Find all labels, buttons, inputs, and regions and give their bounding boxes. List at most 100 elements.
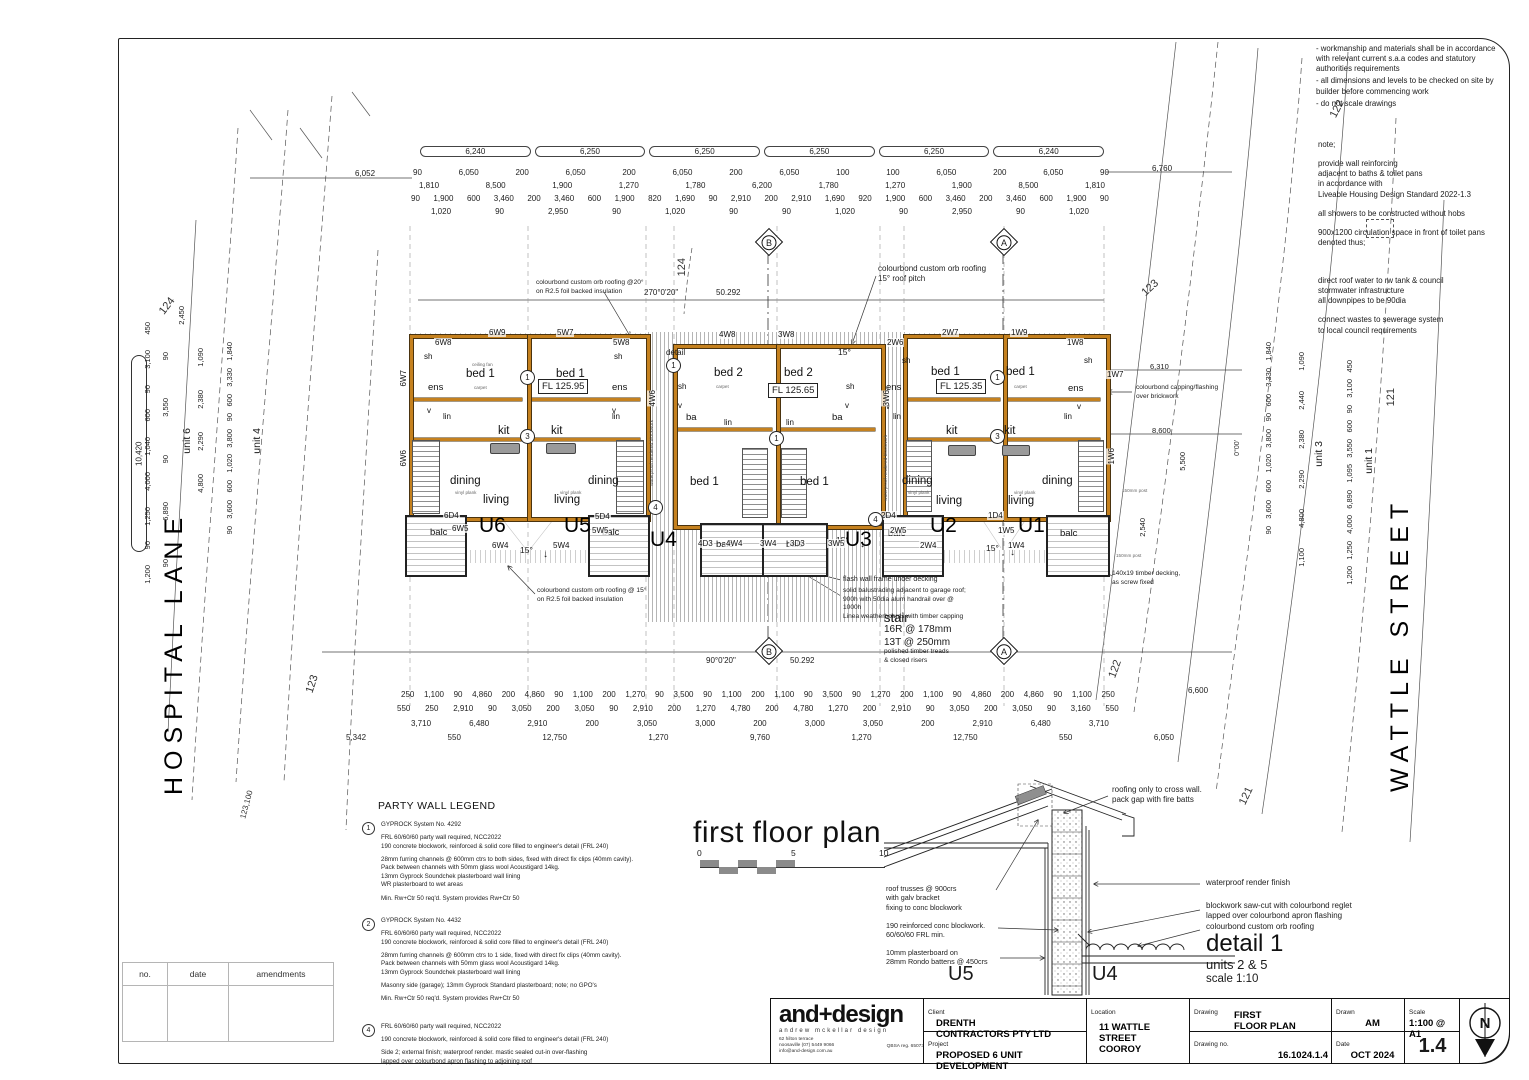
post-label: 150mm post — [1122, 488, 1148, 493]
dim: 90 — [803, 690, 813, 699]
dim: 6,240 — [993, 146, 1105, 157]
dim: 200 — [984, 704, 998, 713]
detail-callout-word: detail — [666, 348, 686, 357]
detail-note-roofing: roofing only to cross wall. pack gap wit… — [1112, 785, 1202, 805]
legend-title: PARTY WALL LEGEND — [378, 800, 496, 812]
interior-wall — [908, 398, 1000, 401]
stair-u6 — [412, 440, 440, 514]
room-label: dining — [588, 475, 619, 487]
unit-id-u3: U3 — [845, 528, 872, 551]
party-wall-legend: PARTY WALL LEGEND 1 GYPROCK System No. 4… — [362, 800, 667, 1080]
dim: 3,050 — [511, 704, 532, 713]
dim: 6,200 — [751, 181, 772, 190]
north-arrow-icon: N — [1469, 1003, 1501, 1057]
room-label: sh — [678, 382, 687, 391]
scale-tick: 10 — [879, 848, 889, 858]
dim: 90 — [495, 207, 504, 216]
legend-paragraph: 190 concrete blockwork, reinforced & sol… — [381, 1036, 609, 1044]
dim: 6,250 — [878, 146, 990, 157]
dim: 3,100 — [1345, 379, 1354, 398]
amendments-cell — [168, 986, 229, 1041]
dim: 1,270 — [851, 733, 872, 742]
interior-wall — [781, 428, 875, 431]
window-label: 3W8 — [777, 330, 796, 339]
dim: 6,050 — [1153, 733, 1174, 742]
dim: 2,440 — [1297, 391, 1306, 411]
amendments-cell — [123, 986, 168, 1041]
room-label: dining — [1042, 475, 1073, 487]
dim: 550 — [397, 704, 411, 713]
dim: 1,780 — [818, 181, 839, 190]
dim: 200 — [527, 194, 541, 203]
dim: 200 — [622, 168, 636, 177]
dim: 1,810 — [419, 181, 440, 190]
balcony-u5 — [588, 515, 650, 577]
dim: 3,050 — [949, 704, 970, 713]
detail-unit-right: U4 — [1092, 963, 1118, 985]
party-wall-marker-1: 1 — [769, 431, 784, 446]
dim: 3,600 — [1264, 499, 1273, 519]
finish-label: carpet — [1014, 384, 1027, 389]
room-label: ens — [886, 382, 902, 393]
room-label: lin — [724, 418, 733, 427]
party-wall-marker-4: 4 — [868, 512, 883, 527]
room-label: lin — [893, 412, 902, 421]
dim: 90 — [1047, 704, 1056, 713]
location-column: Location 11 WATTLE STREET COOROY — [1086, 999, 1190, 1063]
dim: 200 — [921, 719, 935, 728]
dim: 4,780 — [793, 704, 814, 713]
dim: 450 — [1345, 360, 1354, 373]
scale-bar-block — [700, 860, 719, 867]
dim: 1,250 — [143, 506, 152, 526]
dim-6310: 6,310 — [1150, 362, 1169, 371]
stair-note-sub: polished timber treads & closed risers — [884, 648, 949, 664]
dim: 3,050 — [862, 719, 883, 728]
door-label: 6D4 — [443, 511, 460, 520]
room-label: dining — [450, 475, 481, 487]
boundary-length-bottom: 50.292 — [790, 656, 815, 665]
dim: 3,710 — [411, 719, 432, 728]
dim: 200 — [753, 719, 767, 728]
note-wastes: connect wastes to sewerage system to loc… — [1318, 315, 1444, 335]
dim: 3,330 — [225, 367, 234, 387]
svg-text:N: N — [1480, 1015, 1491, 1032]
dim: 2,910 — [527, 719, 548, 728]
room-label: ens — [1068, 383, 1084, 394]
dim: 550 — [1059, 733, 1073, 742]
dim: 1,900 — [552, 181, 573, 190]
dim: 90 — [413, 168, 422, 177]
dim: 250 — [1101, 690, 1115, 699]
dim: 3,160 — [1070, 704, 1091, 713]
kitchen-island-u1 — [1002, 445, 1030, 456]
dim: 600 — [918, 194, 933, 203]
dim: 1,020 — [225, 454, 234, 474]
detail-note-blockwork: 190 reinforced conc blockwork. 60/60/60 … — [886, 921, 986, 940]
scale-bar-line — [700, 867, 885, 868]
door-label: 1D4 — [987, 511, 1004, 520]
drawn-value: AM — [1365, 1018, 1380, 1029]
street-label-right: WATTLE STREET — [1386, 496, 1414, 792]
dim: 3,460 — [945, 194, 966, 203]
detail-note-orb: colourbond custom orb roofing — [1206, 922, 1315, 931]
dim: 90 — [225, 413, 234, 422]
dim: 450 — [143, 322, 152, 335]
dim: 200 — [862, 704, 877, 713]
detail-scale: scale 1:10 — [1206, 973, 1259, 985]
scale-tick: 5 — [791, 848, 796, 858]
dim: 4,860 — [524, 690, 545, 699]
dim: 90 — [1100, 168, 1109, 177]
dim: 1,090 — [1297, 352, 1306, 371]
dim: 90 — [1345, 404, 1354, 413]
dim: 200 — [501, 690, 516, 699]
dim: 90 — [952, 690, 962, 699]
drawing-value: FIRST FLOOR PLAN — [1234, 1010, 1296, 1032]
window-label: 6W7 — [398, 370, 409, 387]
dim: 1,100 — [721, 690, 742, 699]
dim: 90 — [143, 384, 152, 394]
dim: 200 — [515, 168, 529, 177]
party-wall-marker-1: 1 — [990, 370, 1005, 385]
